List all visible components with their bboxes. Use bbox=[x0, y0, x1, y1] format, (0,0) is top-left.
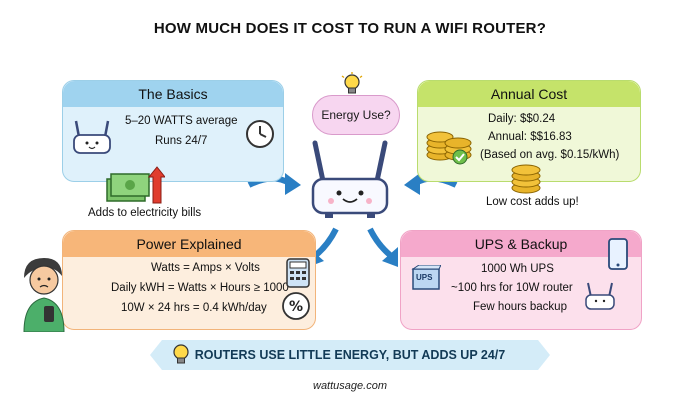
battery-icon bbox=[411, 265, 441, 290]
lightbulb-icon bbox=[341, 72, 363, 94]
person-icon bbox=[23, 258, 65, 332]
coin-stack-icon bbox=[426, 131, 472, 165]
power-line-1: Watts = Amps × Volts bbox=[151, 262, 260, 274]
lightbulb-small-icon bbox=[173, 344, 189, 364]
router-icon bbox=[311, 140, 389, 218]
basics-line-2: Runs 24/7 bbox=[155, 135, 208, 147]
annual-daily: Daily: $$0.24 bbox=[488, 113, 556, 125]
basics-caption: Adds to electricity bills bbox=[88, 207, 202, 219]
router-backup-icon bbox=[585, 282, 615, 310]
ups-line-1: 1000 Wh UPS bbox=[481, 263, 554, 275]
summary-banner-text: ROUTERS USE LITTLE ENERGY, BUT ADDS UP 2… bbox=[194, 348, 506, 362]
money-stack-icon bbox=[106, 166, 165, 204]
phone-icon bbox=[608, 238, 628, 270]
annual-annual: Annual: $$16.83 bbox=[488, 131, 572, 143]
power-line-3: 10W × 24 hrs = 0.4 kWh/day bbox=[121, 302, 267, 314]
power-explained-panel: Power Explained Watts = Amps × Volts Dai… bbox=[62, 230, 316, 330]
clock-icon bbox=[246, 120, 274, 148]
svg-text:%: % bbox=[289, 299, 303, 315]
ups-line-3: Few hours backup bbox=[473, 301, 567, 313]
calculator-icon bbox=[286, 258, 310, 288]
router-small-icon bbox=[73, 120, 111, 154]
ups-backup-panel: UPS & Backup UPS 1000 Wh UPS ~100 hrs fo… bbox=[400, 230, 642, 330]
coin-stack-small-icon bbox=[511, 164, 541, 194]
basics-line-1: 5–20 WATTS average bbox=[125, 115, 238, 127]
ups-box-label: UPS bbox=[416, 273, 433, 282]
basics-header: The Basics bbox=[63, 81, 283, 107]
arrow-down-right-icon bbox=[367, 227, 398, 267]
annual-caption: Low cost adds up! bbox=[486, 196, 579, 208]
ups-line-2: ~100 hrs for 10W router bbox=[451, 282, 573, 294]
footer-source: wattusage.com bbox=[313, 380, 387, 392]
summary-banner: ROUTERS USE LITTLE ENERGY, BUT ADDS UP 2… bbox=[150, 340, 550, 370]
energy-use-bubble: Energy Use? bbox=[312, 95, 400, 135]
basics-panel: The Basics 5–20 WATTS average Runs 24/7 bbox=[62, 80, 284, 182]
annual-cost-header: Annual Cost bbox=[418, 81, 640, 107]
ups-backup-header: UPS & Backup bbox=[401, 231, 641, 257]
percent-icon: % bbox=[282, 292, 310, 320]
page-title: HOW MUCH DOES IT COST TO RUN A WIFI ROUT… bbox=[153, 20, 547, 37]
power-line-2: Daily kWH = Watts × Hours ≥ 1000 bbox=[111, 282, 289, 294]
power-explained-header: Power Explained bbox=[63, 231, 315, 257]
annual-basis: (Based on avg. $0.15/kWh) bbox=[480, 149, 620, 161]
